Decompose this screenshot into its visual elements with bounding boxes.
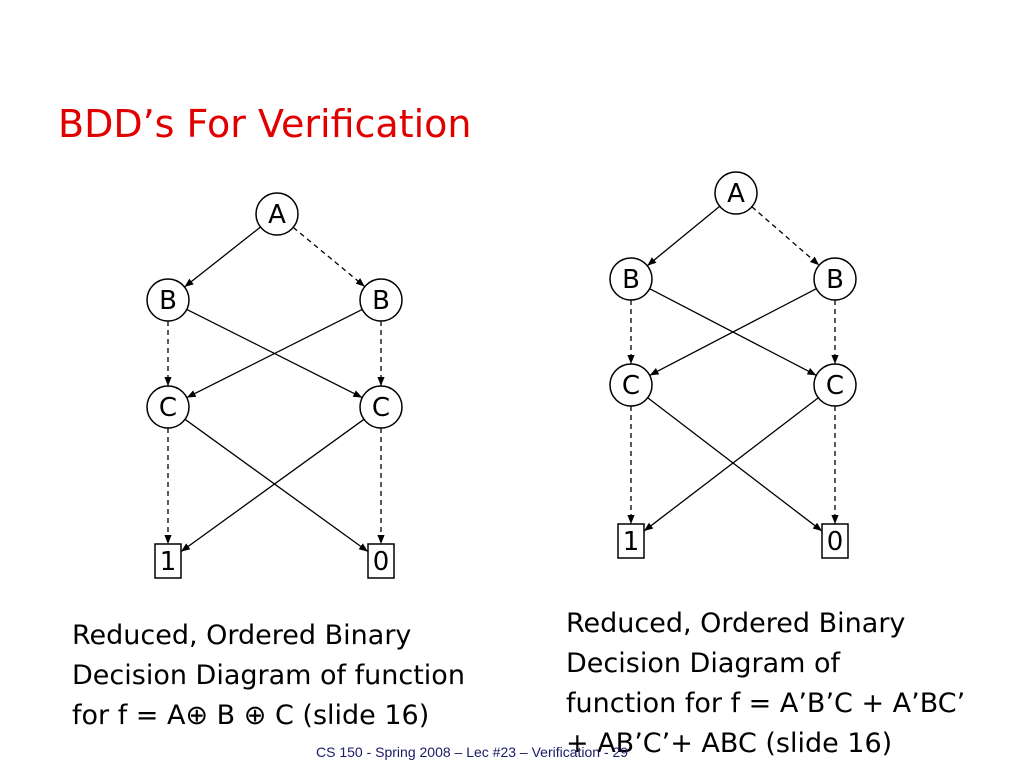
solid-edge-c1-to-t0 bbox=[647, 397, 823, 532]
terminal-box bbox=[367, 543, 395, 579]
solid-edge-c2-to-t1 bbox=[180, 418, 365, 553]
node-label: 0 bbox=[373, 547, 390, 577]
node-a: A bbox=[255, 192, 299, 236]
node-label: A bbox=[727, 179, 745, 209]
left-bdd-diagram: A B B C C 1 0 bbox=[146, 192, 403, 579]
solid-edge-b2-to-c1 bbox=[649, 288, 817, 376]
node-circle bbox=[813, 257, 857, 301]
node-label: C bbox=[159, 393, 177, 423]
right-caption-line: Decision Diagram of bbox=[566, 648, 841, 679]
node-label: C bbox=[826, 371, 844, 401]
node-c2: C bbox=[813, 363, 857, 407]
node-label: B bbox=[159, 286, 177, 316]
right-bdd-diagram: A B B C C 1 0 bbox=[609, 171, 857, 559]
node-label: 1 bbox=[160, 547, 177, 577]
node-label: A bbox=[268, 200, 286, 230]
node-circle bbox=[359, 278, 403, 322]
node-label: 1 bbox=[623, 527, 640, 557]
node-label: 0 bbox=[827, 527, 844, 557]
terminal-box bbox=[154, 543, 182, 579]
node-b1: B bbox=[146, 278, 190, 322]
solid-edge-a-to-b1 bbox=[646, 205, 721, 267]
node-label: C bbox=[372, 393, 390, 423]
node-circle bbox=[255, 192, 299, 236]
slide-title: BDD’s For Verification bbox=[58, 102, 472, 146]
node-circle bbox=[813, 363, 857, 407]
node-label: B bbox=[372, 286, 390, 316]
node-label: B bbox=[622, 265, 640, 295]
terminal-node-t0: 0 bbox=[821, 523, 849, 559]
node-c2: C bbox=[359, 385, 403, 429]
left-diagram-caption: Reduced, Ordered Binary Decision Diagram… bbox=[72, 616, 465, 736]
node-b2: B bbox=[813, 257, 857, 301]
right-caption-line: Reduced, Ordered Binary bbox=[566, 608, 906, 639]
node-b1: B bbox=[609, 257, 653, 301]
node-circle bbox=[714, 171, 758, 215]
dashed-edge-a-to-b2 bbox=[751, 206, 820, 266]
terminal-box bbox=[821, 523, 849, 559]
dashed-edge-a-to-b2 bbox=[292, 226, 366, 288]
node-label: B bbox=[826, 265, 844, 295]
node-label: C bbox=[622, 371, 640, 401]
slide-footer: CS 150 - Spring 2008 – Lec #23 – Verific… bbox=[316, 744, 629, 760]
node-circle bbox=[146, 385, 190, 429]
solid-edge-a-to-b1 bbox=[184, 226, 261, 288]
node-circle bbox=[146, 278, 190, 322]
node-c1: C bbox=[146, 385, 190, 429]
right-caption-line: + AB’C’+ ABC (slide 16) bbox=[566, 728, 893, 759]
left-caption-line: for f = A⊕ B ⊕ C (slide 16) bbox=[72, 700, 430, 731]
terminal-node-t1: 1 bbox=[154, 543, 182, 579]
node-c1: C bbox=[609, 363, 653, 407]
terminal-box bbox=[617, 523, 645, 559]
right-diagram-caption: Reduced, Ordered Binary Decision Diagram… bbox=[566, 604, 965, 764]
right-caption-line: function for f = A’B’C + A’BC’ bbox=[566, 688, 966, 719]
terminal-node-t0: 0 bbox=[367, 543, 395, 579]
node-a: A bbox=[714, 171, 758, 215]
left-caption-line: Decision Diagram of function bbox=[72, 660, 465, 691]
terminal-node-t1: 1 bbox=[617, 523, 645, 559]
solid-edge-c1-to-t0 bbox=[184, 418, 369, 553]
left-caption-line: Reduced, Ordered Binary bbox=[72, 620, 412, 651]
solid-edge-b2-to-c1 bbox=[186, 308, 363, 399]
solid-edge-c2-to-t1 bbox=[643, 397, 819, 532]
node-circle bbox=[359, 385, 403, 429]
node-circle bbox=[609, 363, 653, 407]
node-circle bbox=[609, 257, 653, 301]
node-b2: B bbox=[359, 278, 403, 322]
